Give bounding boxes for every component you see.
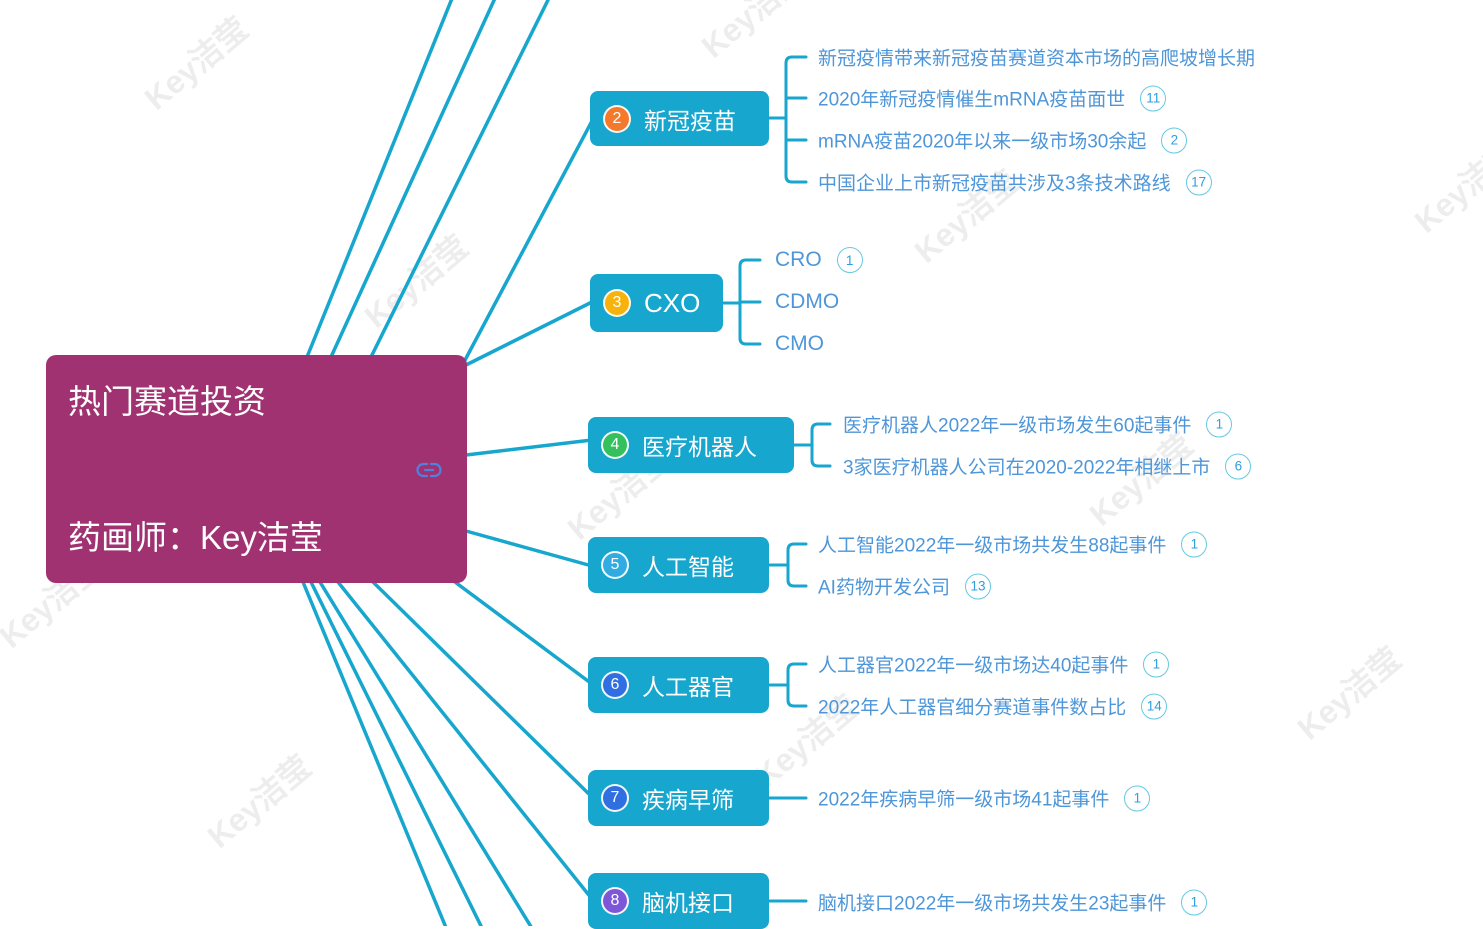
topic-node-ai[interactable]: 5 人工智能 — [588, 537, 769, 593]
subtopic-item[interactable]: CMO — [775, 332, 824, 356]
topic-label: 人工智能 — [642, 554, 734, 580]
topic-label: 新冠疫苗 — [644, 107, 736, 134]
count-badge[interactable]: 1 — [1181, 889, 1208, 915]
count-badge[interactable]: 1 — [1206, 411, 1233, 437]
topic-node-vaccine[interactable]: 2 新冠疫苗 — [590, 91, 769, 146]
subtopic-text: CDMO — [775, 290, 840, 313]
subtopic-text: 人工器官2022年一级市场达40起事件 — [818, 655, 1129, 677]
central-topic-author: 药画师：Key洁莹 — [68, 519, 323, 556]
count-badge[interactable]: 1 — [836, 247, 863, 273]
subtopic-item[interactable]: 人工器官2022年一级市场达40起事件 1 — [818, 651, 1170, 678]
topic-number-badge: 8 — [601, 887, 629, 915]
count-badge[interactable]: 17 — [1185, 169, 1212, 195]
topic-label: CXO — [644, 287, 701, 318]
subtopic-text: 2020年新冠疫情催生mRNA疫苗面世 — [818, 89, 1126, 111]
subtopic-item[interactable]: 2022年疾病早筛一级市场41起事件 1 — [818, 785, 1151, 812]
subtopic-item[interactable]: 新冠疫情带来新冠疫苗赛道资本市场的高爬坡增长期 — [818, 44, 1255, 71]
count-badge[interactable]: 11 — [1140, 85, 1167, 111]
hyperlink-icon[interactable] — [415, 459, 443, 481]
subtopic-text: 脑机接口2022年一级市场共发生23起事件 — [818, 893, 1167, 915]
subtopic-text: CRO — [775, 248, 822, 271]
topic-label: 疾病早筛 — [642, 787, 734, 813]
subtopic-item[interactable]: CDMO — [775, 290, 839, 314]
subtopic-item[interactable]: AI药物开发公司 13 — [818, 573, 991, 600]
topic-label: 脑机接口 — [642, 890, 734, 916]
count-badge[interactable]: 1 — [1143, 651, 1170, 677]
subtopic-item[interactable]: 中国企业上市新冠疫苗共涉及3条技术路线 17 — [818, 169, 1212, 196]
subtopic-text: 新冠疫情带来新冠疫苗赛道资本市场的高爬坡增长期 — [818, 48, 1256, 70]
subtopic-item[interactable]: mRNA疫苗2020年以来一级市场30余起 2 — [818, 127, 1188, 154]
topic-node-early-screening[interactable]: 7 疾病早筛 — [588, 770, 769, 826]
count-badge[interactable]: 1 — [1181, 531, 1208, 557]
subtopic-item[interactable]: 脑机接口2022年一级市场共发生23起事件 1 — [818, 889, 1208, 916]
count-badge[interactable]: 1 — [1124, 785, 1151, 811]
topic-number-badge: 5 — [601, 551, 629, 579]
count-badge[interactable]: 13 — [964, 573, 991, 599]
subtopic-item[interactable]: 3家医疗机器人公司在2020-2022年相继上市 6 — [843, 453, 1252, 480]
subtopic-text: AI药物开发公司 — [818, 577, 950, 599]
topic-label: 人工器官 — [642, 674, 734, 700]
subtopic-text: 3家医疗机器人公司在2020-2022年相继上市 — [843, 457, 1211, 479]
subtopic-item[interactable]: 人工智能2022年一级市场共发生88起事件 1 — [818, 531, 1208, 558]
topic-node-bci[interactable]: 8 脑机接口 — [588, 873, 769, 929]
count-badge[interactable]: 2 — [1161, 127, 1188, 153]
subtopic-item[interactable]: CRO 1 — [775, 247, 863, 273]
topic-number-badge: 6 — [601, 671, 629, 699]
central-topic-node[interactable]: 热门赛道投资 药画师：Key洁莹 — [46, 355, 467, 583]
central-topic-title: 热门赛道投资 — [68, 383, 266, 420]
topic-node-artificial-organ[interactable]: 6 人工器官 — [588, 657, 769, 713]
subtopic-text: CMO — [775, 332, 824, 355]
subtopic-item[interactable]: 2022年人工器官细分赛道事件数占比 14 — [818, 693, 1168, 720]
count-badge[interactable]: 6 — [1225, 453, 1252, 479]
subtopic-item[interactable]: 医疗机器人2022年一级市场发生60起事件 1 — [843, 411, 1233, 438]
topic-number-badge: 2 — [603, 104, 631, 133]
subtopic-text: 2022年人工器官细分赛道事件数占比 — [818, 697, 1127, 719]
topic-node-medical-robot[interactable]: 4 医疗机器人 — [588, 417, 794, 473]
topic-number-badge: 3 — [603, 289, 631, 317]
subtopic-text: 人工智能2022年一级市场共发生88起事件 — [818, 535, 1167, 557]
topic-number-badge: 7 — [601, 784, 629, 812]
subtopic-item[interactable]: 2020年新冠疫情催生mRNA疫苗面世 11 — [818, 85, 1167, 112]
topic-number-badge: 4 — [601, 431, 629, 459]
subtopic-text: 中国企业上市新冠疫苗共涉及3条技术路线 — [818, 173, 1171, 195]
subtopic-text: 2022年疾病早筛一级市场41起事件 — [818, 789, 1110, 811]
subtopic-text: mRNA疫苗2020年以来一级市场30余起 — [818, 131, 1147, 153]
topic-label: 医疗机器人 — [642, 434, 757, 460]
count-badge[interactable]: 14 — [1141, 693, 1168, 719]
topic-node-cxo[interactable]: 3 CXO — [590, 274, 723, 332]
subtopic-text: 医疗机器人2022年一级市场发生60起事件 — [843, 415, 1192, 437]
